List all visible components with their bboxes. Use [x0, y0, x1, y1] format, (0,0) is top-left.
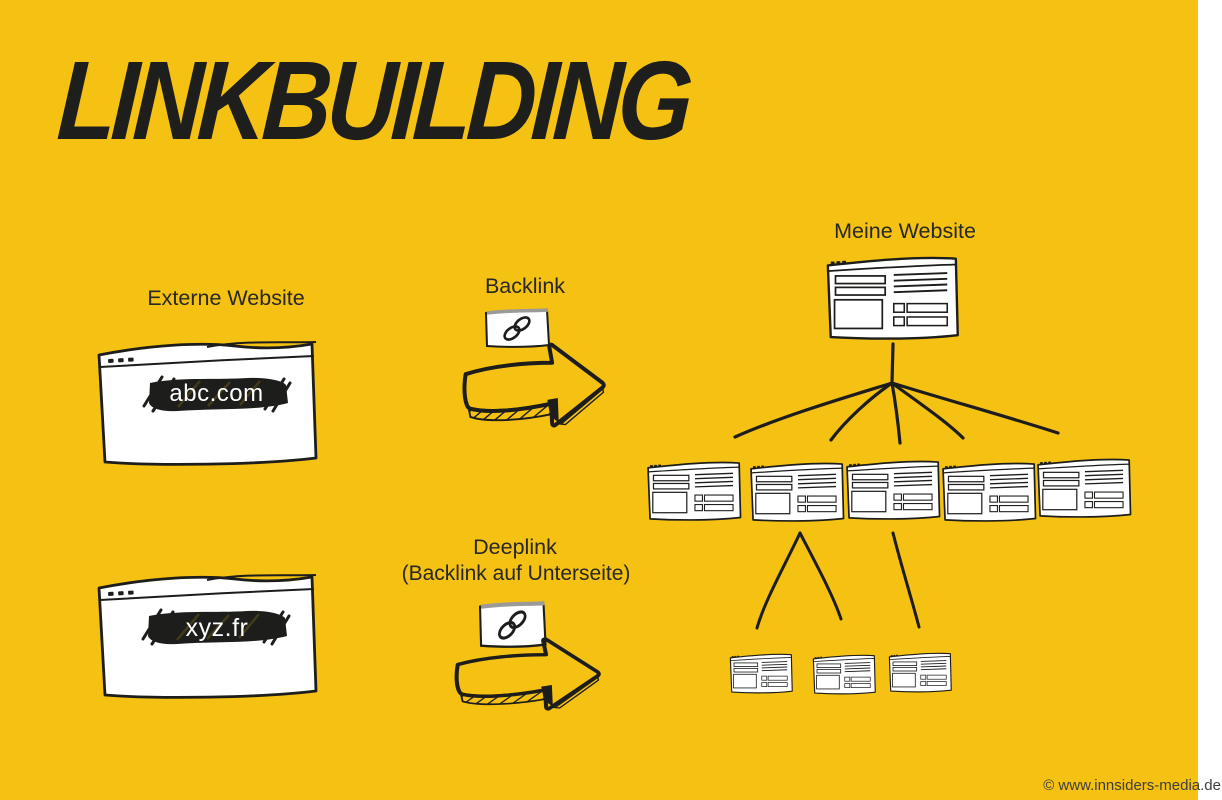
my-website-label: Meine Website	[834, 219, 976, 243]
deeplink-sublabel: (Backlink auf Unterseite)	[401, 562, 631, 585]
subpage-window-4	[942, 462, 1037, 522]
subpage-window-1	[647, 461, 742, 521]
my-website-window	[826, 256, 959, 340]
subpage-window-5	[1037, 458, 1132, 518]
subpage-window-2	[750, 462, 845, 522]
domain-text-xyz: xyz.fr	[185, 614, 249, 642]
subsubpage-window-1	[729, 653, 793, 694]
domain-text-abc: abc.com	[169, 380, 264, 407]
page-title: LINKBUILDING	[54, 37, 692, 163]
subsubpage-window-2	[812, 654, 876, 695]
external-website-label: Externe Website	[147, 286, 305, 310]
right-margin-strip	[1198, 0, 1222, 800]
deeplink-right-arrow	[457, 639, 599, 709]
deeplink-label: Deeplink	[473, 535, 557, 559]
subpage-window-3	[846, 460, 941, 520]
backlink-label: Backlink	[484, 274, 566, 298]
backlink-chain-link-icon	[484, 308, 551, 349]
link-tree-lines	[733, 342, 1060, 445]
subsubpage-window-3	[888, 652, 952, 693]
backlink-right-arrow	[462, 342, 606, 428]
sub-link-tree-lines	[755, 531, 921, 630]
copyright-text: © www.innsiders-media.de	[1043, 777, 1221, 794]
deeplink-chain-link-icon	[480, 603, 546, 647]
